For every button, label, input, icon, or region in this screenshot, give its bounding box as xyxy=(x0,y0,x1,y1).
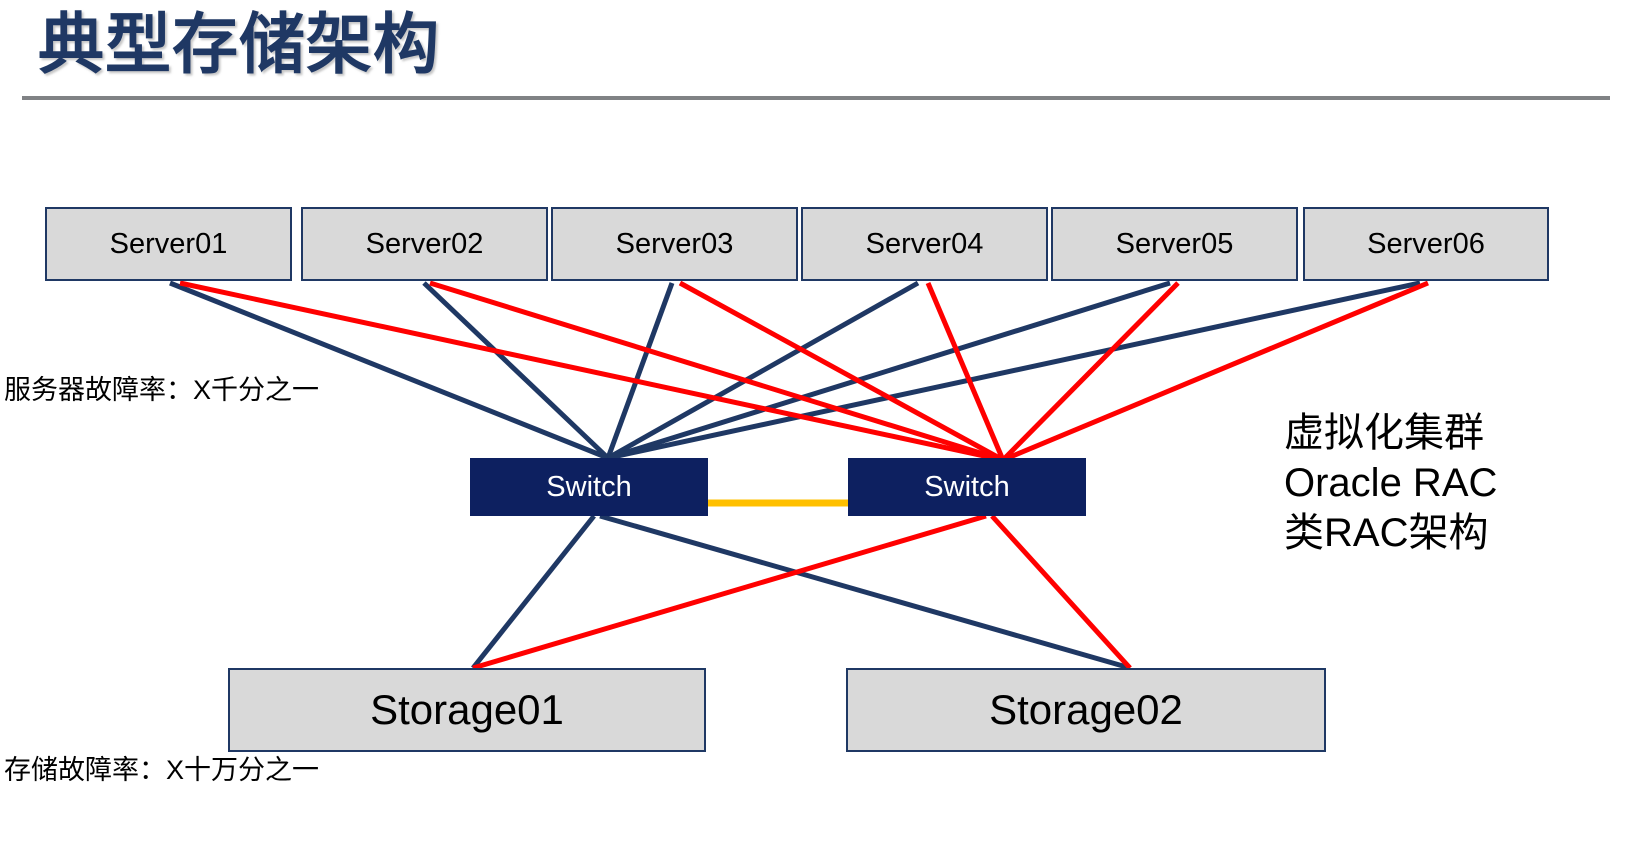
link-server06-switch2 xyxy=(1002,280,1429,463)
link-server03-switch1 xyxy=(605,282,675,459)
node-label: Server01 xyxy=(109,227,228,260)
cluster-note-block: 虚拟化集群 Oracle RAC 类RAC架构 xyxy=(1284,408,1497,558)
link-server06-switch1 xyxy=(607,280,1421,461)
link-switch1-storage02 xyxy=(599,513,1131,671)
node-server05[interactable]: Server05 xyxy=(1051,207,1298,281)
server-to-switch1-links xyxy=(169,280,1421,461)
node-switch-02[interactable]: Switch xyxy=(848,458,1086,516)
title-divider xyxy=(22,96,1610,100)
node-server04[interactable]: Server04 xyxy=(801,207,1048,281)
link-switch2-storage02 xyxy=(990,514,1132,670)
link-server01-switch2 xyxy=(179,280,1004,463)
node-switch-01[interactable]: Switch xyxy=(470,458,708,516)
link-server02-switch2 xyxy=(429,280,1004,463)
link-server05-switch1 xyxy=(607,280,1171,461)
link-server01-switch1 xyxy=(169,280,609,461)
node-label: Server05 xyxy=(1115,227,1234,260)
node-label: Switch xyxy=(546,470,632,503)
node-storage02[interactable]: Storage02 xyxy=(846,668,1326,752)
link-server05-switch2 xyxy=(1001,281,1180,462)
cluster-note-line-3: 类RAC架构 xyxy=(1284,511,1489,555)
link-server04-switch1 xyxy=(606,280,920,461)
node-label: Storage02 xyxy=(989,686,1183,733)
cluster-note-line-1: 虚拟化集群 xyxy=(1284,411,1484,455)
node-label: Server04 xyxy=(865,227,984,260)
node-server06[interactable]: Server06 xyxy=(1303,207,1549,281)
page-title: 典型存储架构 xyxy=(38,7,440,81)
node-label: Switch xyxy=(924,470,1010,503)
node-label: Server03 xyxy=(615,227,734,260)
server-failure-rate-note: 服务器故障率：X千分之一 xyxy=(4,375,320,405)
node-server03[interactable]: Server03 xyxy=(551,207,798,281)
link-switch2-storage01 xyxy=(472,513,987,671)
node-server02[interactable]: Server02 xyxy=(301,207,548,281)
node-label: Server06 xyxy=(1367,227,1485,260)
node-label: Server02 xyxy=(365,227,484,260)
switch-to-storage-links xyxy=(471,513,1132,671)
link-server04-switch2 xyxy=(925,282,1006,461)
cluster-note-line-2: Oracle RAC xyxy=(1284,461,1498,505)
node-label: Storage01 xyxy=(370,686,564,733)
link-server03-switch2 xyxy=(678,280,1005,463)
link-switch1-storage01 xyxy=(471,514,596,670)
node-server01[interactable]: Server01 xyxy=(45,207,292,281)
storage-failure-rate-note: 存储故障率：X十万分之一 xyxy=(4,755,320,785)
server-to-switch2-links xyxy=(179,280,1429,463)
link-server02-switch1 xyxy=(422,281,610,460)
node-storage01[interactable]: Storage01 xyxy=(228,668,706,752)
